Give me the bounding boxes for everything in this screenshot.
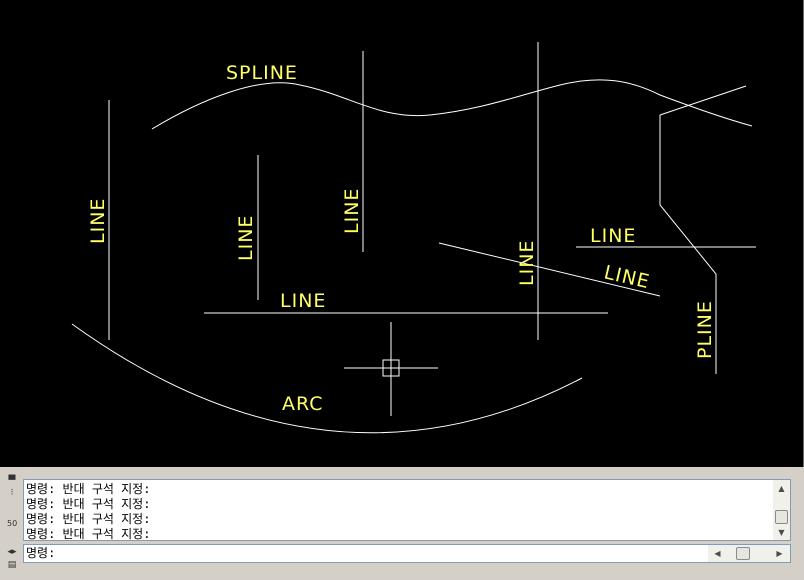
label-spline: SPLINE [226, 62, 298, 84]
prompt-scroll-thumb[interactable] [736, 547, 750, 560]
label-line-mid: LINE [235, 215, 257, 261]
command-prompt[interactable]: 명령: ◀ ▶ [23, 544, 791, 563]
scroll-up-icon[interactable]: ▲ [778, 484, 785, 493]
scroll-down-icon[interactable]: ▼ [778, 528, 785, 537]
label-line-diagonal: LINE [602, 261, 652, 293]
collapse-icon[interactable]: ◂▸ [7, 547, 17, 557]
prompt-horizontal-scrollbar[interactable]: ◀ ▶ [708, 545, 790, 562]
spline-curve[interactable] [151, 79, 753, 130]
arc-curve[interactable] [71, 323, 583, 434]
label-pline: PLINE [694, 300, 716, 359]
transparency-50-icon[interactable]: 50 [7, 519, 18, 528]
command-line-grip[interactable]: ▀ ⁝ 50 ◂▸ ▤ [4, 473, 21, 577]
label-line-right-top: LINE [590, 225, 636, 247]
label-line-center: LINE [341, 188, 363, 234]
line-diagonal[interactable] [438, 242, 661, 297]
properties-icon[interactable]: ⁝ [10, 488, 14, 498]
label-line-horizontal: LINE [280, 290, 326, 312]
scroll-left-icon[interactable]: ◀ [714, 549, 721, 558]
crosshair-pickbox-icon [344, 322, 438, 416]
command-history[interactable]: 명령: 반대 구석 지정: 명령: 반대 구석 지정: 명령: 반대 구석 지정… [23, 479, 791, 541]
label-arc: ARC [282, 393, 324, 415]
drawing-canvas[interactable]: SPLINE LINE LINE LINE LINE LINE LINE LIN… [0, 0, 804, 467]
history-line: 명령: 반대 구석 지정: [26, 497, 151, 511]
list-icon[interactable]: ▤ [7, 560, 17, 570]
label-line-left: LINE [87, 198, 109, 244]
line-crossing[interactable] [659, 85, 747, 116]
command-prompt-label: 명령: [26, 546, 56, 560]
history-vertical-scrollbar[interactable]: ▲ ▼ [773, 480, 790, 540]
command-input[interactable] [66, 546, 686, 561]
history-line: 명령: 반대 구석 지정: [26, 482, 151, 496]
command-history-lines: 명령: 반대 구석 지정: 명령: 반대 구석 지정: 명령: 반대 구석 지정… [26, 482, 772, 542]
command-line-window: ▀ ⁝ 50 ◂▸ ▤ 명령: 반대 구석 지정: 명령: 반대 구석 지정: … [0, 467, 804, 580]
drawing-viewport[interactable]: SPLINE LINE LINE LINE LINE LINE LINE LIN… [0, 0, 804, 467]
scroll-right-icon[interactable]: ▶ [776, 549, 783, 558]
polyline[interactable] [659, 115, 717, 374]
label-line-right-vertical: LINE [516, 240, 538, 286]
history-line: 명령: 반대 구석 지정: [26, 527, 151, 541]
history-scroll-thumb[interactable] [775, 510, 788, 524]
pin-icon[interactable]: ▀ [8, 476, 16, 486]
history-line: 명령: 반대 구석 지정: [26, 512, 151, 526]
